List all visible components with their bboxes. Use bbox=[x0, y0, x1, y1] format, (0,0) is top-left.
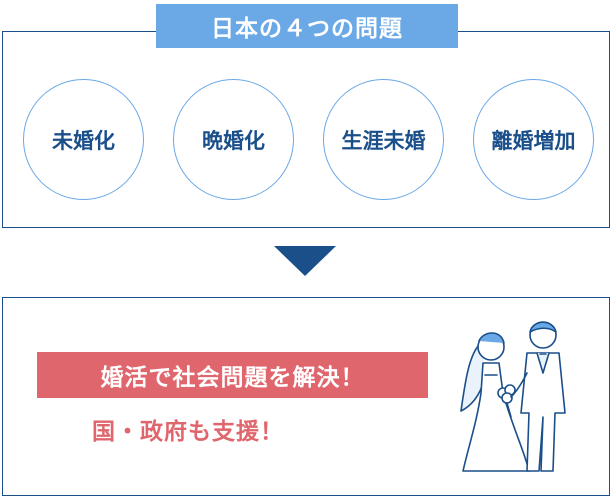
support-text: 国・政府も支援！ bbox=[92, 419, 284, 445]
panel-title: 日本の４つの問題 bbox=[156, 4, 458, 48]
down-arrow-icon bbox=[274, 246, 336, 276]
problem-circle-unmarried: 未婚化 bbox=[23, 79, 144, 200]
solution-panel bbox=[2, 297, 610, 496]
solution-headline: 婚活で社会問題を解決！ bbox=[37, 352, 428, 398]
problem-circle-divorce-increase: 離婚増加 bbox=[473, 79, 594, 200]
problem-circle-lifetime-unmarried: 生涯未婚 bbox=[323, 79, 444, 200]
problem-circle-late-marriage: 晩婚化 bbox=[173, 79, 294, 200]
wedding-couple-icon bbox=[460, 321, 566, 472]
